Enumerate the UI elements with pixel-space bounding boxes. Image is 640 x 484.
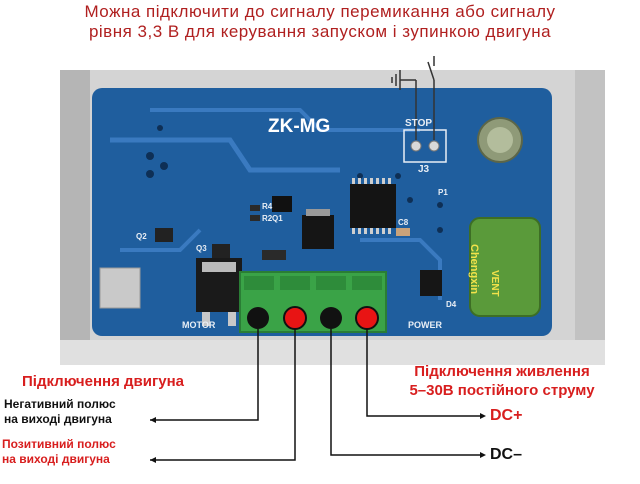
power-connection-line2: 5–30В постійного струму <box>409 382 595 399</box>
leader-lines <box>150 329 480 461</box>
terminal-power-negative[interactable] <box>320 307 342 329</box>
enclosure-left-wall <box>60 70 90 365</box>
motor-connection-label: Підключення двигуна <box>22 373 184 390</box>
leader-dc-minus <box>330 329 480 456</box>
q1-transistor <box>272 196 292 212</box>
leader-neg-motor <box>150 329 259 421</box>
resistor <box>250 205 260 211</box>
green-capacitor <box>469 217 541 317</box>
q3-label: Q3 <box>196 244 207 253</box>
diode <box>262 250 286 260</box>
power-diode <box>420 270 442 296</box>
arrow-dc-minus <box>480 452 486 458</box>
power-connection-label: Підключення живлення 5–30В постійного ст… <box>384 362 620 400</box>
arrow-pos <box>150 457 156 463</box>
p1-label: P1 <box>438 188 448 197</box>
negative-pole-line2: на виході двигуна <box>4 412 112 426</box>
negative-pole-label: Негативний полюс на виході двигуна <box>4 397 116 427</box>
positive-pole-label: Позитивний полюс на виході двигуна <box>2 437 116 467</box>
j3-outline <box>403 129 447 163</box>
trace <box>120 228 202 252</box>
arrow-dc-plus <box>480 413 486 419</box>
terminal-power-positive[interactable] <box>355 306 379 330</box>
j3-pin-2 <box>428 140 440 152</box>
j3-label: J3 <box>418 164 430 175</box>
leader-dc-plus <box>366 329 480 417</box>
power-label: POWER <box>408 320 443 330</box>
top-caption-line1: Можна підключити до сигналу перемикання … <box>84 2 556 21</box>
positive-pole-line2: на виході двигуна <box>2 452 110 466</box>
terminal-motor-negative[interactable] <box>247 307 269 329</box>
r4-label: R4 <box>262 202 273 211</box>
q3-transistor <box>212 244 230 258</box>
electrolytic-capacitor-top <box>487 127 513 153</box>
dc-plus-label: DC+ <box>490 407 523 424</box>
resistor <box>250 215 260 221</box>
trace <box>150 108 420 132</box>
top-caption-line2: рівня 3,3 В для керування запуском і зуп… <box>88 22 552 41</box>
capacitor-series: VENT <box>489 270 500 297</box>
negative-pole-line1: Негативний полюс <box>4 397 116 411</box>
ic-pins <box>352 178 391 234</box>
enclosure-right-wall <box>575 70 605 365</box>
j3-pin-1 <box>410 140 422 152</box>
leader-pos-motor <box>150 329 296 461</box>
mosfet-lead <box>228 312 236 326</box>
switch-symbol <box>391 56 435 140</box>
power-connection-line1: Підключення живлення <box>414 363 590 380</box>
enclosure-bottom-lip <box>60 340 605 365</box>
mounting-pad <box>99 267 141 309</box>
mosfet-lead <box>202 312 210 326</box>
vias <box>146 125 443 233</box>
positive-pole-line1: Позитивний полюс <box>2 437 116 451</box>
q2-label: Q2 <box>136 232 147 241</box>
main-ic <box>350 184 396 228</box>
top-caption: Можна підключити до сигналу перемикання … <box>0 2 640 42</box>
r2-label: R2 <box>262 214 273 223</box>
dc-minus-label: DC– <box>490 446 523 463</box>
stop-label: STOP <box>405 118 433 129</box>
arrow-neg <box>150 417 156 423</box>
regulator-tab <box>306 209 330 216</box>
c8-label: C8 <box>398 218 409 227</box>
d4-label: D4 <box>446 300 457 309</box>
capacitor-brand: Chengxin <box>468 244 480 295</box>
terminal-ribs <box>244 276 382 290</box>
q1-label: Q1 <box>272 214 283 223</box>
regulator-body <box>302 215 334 249</box>
c8-capacitor <box>396 228 410 236</box>
trace <box>110 137 340 173</box>
mosfet-tab <box>202 262 236 272</box>
terminal-motor-positive[interactable] <box>283 306 307 330</box>
board-model: ZK-MG <box>268 116 331 137</box>
q2-transistor <box>155 228 173 242</box>
motor-label: MOTOR <box>182 320 216 330</box>
